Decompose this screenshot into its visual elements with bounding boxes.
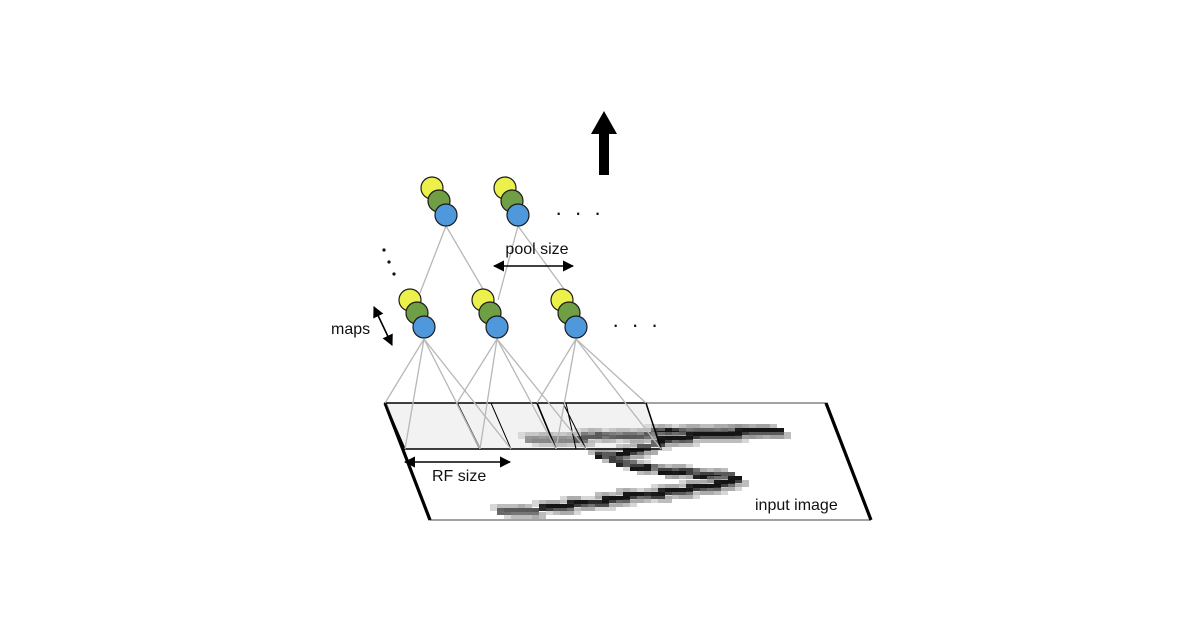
pooling-layer — [420, 176, 530, 227]
handwritten-digit — [490, 424, 791, 519]
conv-unit-2 — [471, 288, 509, 339]
conv-unit-1 — [398, 288, 436, 339]
conv-ellipsis: · · · — [612, 312, 661, 337]
convolution-layer — [398, 288, 588, 339]
map-node-blue — [485, 315, 509, 339]
maps-arrow — [373, 305, 393, 347]
pool-size-label: pool size — [505, 241, 568, 258]
map-node-blue — [412, 315, 436, 339]
rf-size-label: RF size — [432, 468, 486, 485]
plane-right-edge — [824, 402, 873, 521]
maps-label: maps — [331, 321, 370, 338]
receptive-field-3 — [535, 402, 663, 450]
pool-unit-2 — [493, 176, 530, 227]
conv-unit-3 — [550, 288, 588, 339]
pool-ellipsis: · · · — [555, 200, 604, 225]
map-node-blue — [506, 203, 530, 227]
receptive-fields — [383, 402, 663, 450]
pool-unit-1 — [420, 176, 458, 227]
layer-ellipsis-vertical — [382, 248, 396, 276]
map-node-blue — [564, 315, 588, 339]
input-image-label: input image — [755, 497, 838, 514]
up-arrow-icon — [591, 111, 617, 175]
map-node-blue — [434, 203, 458, 227]
